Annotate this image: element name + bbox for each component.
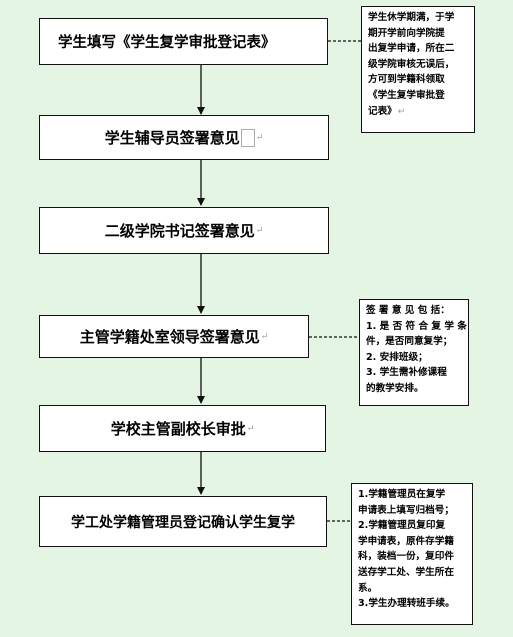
- step-6-box: 学工处学籍管理员登记确认学生复学: [39, 496, 327, 547]
- note-2-line: 的教学安排。: [366, 382, 424, 394]
- note-2-line: 签 署 意 见 包 括：: [366, 305, 450, 316]
- note-2: 签 署 意 见 包 括： 1. 是 否 符 合 复 学 条 件，是否同意复学； …: [359, 299, 469, 406]
- note-3-line: 学申请表，原件存学籍: [358, 535, 454, 547]
- note-2-line: 2. 安排班级；: [366, 351, 428, 363]
- text-cursor-box: [240, 128, 255, 147]
- note-3-line: 送存学工处、学生所在: [358, 566, 454, 578]
- step-6-label: 学工处学籍管理员登记确认学生复学: [71, 514, 295, 531]
- step-3-label: 二级学院书记签署意见: [104, 222, 255, 240]
- step-5-label: 学校主管副校长审批: [110, 420, 246, 438]
- step-4-label: 主管学籍处室领导签署意见: [79, 328, 260, 346]
- note-1: 学生休学期满，于学 期开学前向学院提 出复学申请，所在二 级学院审核无误后， 方…: [361, 6, 475, 133]
- step-1-box: 学生填写《学生复学审批登记表》: [39, 18, 328, 65]
- note-1-line: 学生休学期满，于学: [368, 12, 455, 23]
- step-2-label: 学生辅导员签署意见: [104, 129, 240, 147]
- note-2-line: 件，是否同意复学；: [366, 336, 453, 348]
- step-3-box: 二级学院书记签署意见↵: [39, 207, 329, 254]
- return-mark: ↵: [260, 331, 269, 342]
- note-3-line: 1.学籍管理员在复学: [358, 489, 446, 500]
- step-5-box: 学校主管副校长审批↵: [39, 405, 326, 452]
- step-4-box: 主管学籍处室领导签署意见↵: [39, 315, 309, 358]
- note-1-line: 方可到学籍科领取: [368, 74, 445, 86]
- note-3: 1.学籍管理员在复学 申请表上填写归档号； 2.学籍管理员复印复 学申请表，原件…: [351, 483, 473, 625]
- note-3-line: 申请表上填写归档号；: [358, 504, 454, 516]
- note-1-line: 出复学申请，所在二: [368, 43, 455, 55]
- note-3-line: 3.学生办理转班手续。: [358, 598, 455, 610]
- step-2-box: 学生辅导员签署意见 ↵: [39, 115, 329, 160]
- note-2-line: 3. 学生需补修课程: [366, 367, 447, 379]
- return-mark: ↵: [246, 423, 255, 434]
- step-1-label: 学生填写《学生复学审批登记表》: [58, 34, 276, 51]
- note-1-line: 级学院审核无误后，: [368, 58, 455, 70]
- note-3-line: 科，装档一份，复印件: [358, 551, 454, 563]
- note-3-line: 2.学籍管理员复印复: [358, 520, 446, 532]
- note-1-line: 记表》↵: [368, 105, 406, 117]
- note-1-line: 《学生复学审批登: [368, 89, 445, 101]
- note-2-line: 1. 是 否 符 合 复 学 条: [366, 320, 467, 332]
- note-3-line: 系。: [358, 582, 378, 594]
- return-mark: ↵: [255, 225, 264, 236]
- return-mark: ↵: [255, 132, 264, 143]
- note-1-line: 期开学前向学院提: [368, 27, 445, 39]
